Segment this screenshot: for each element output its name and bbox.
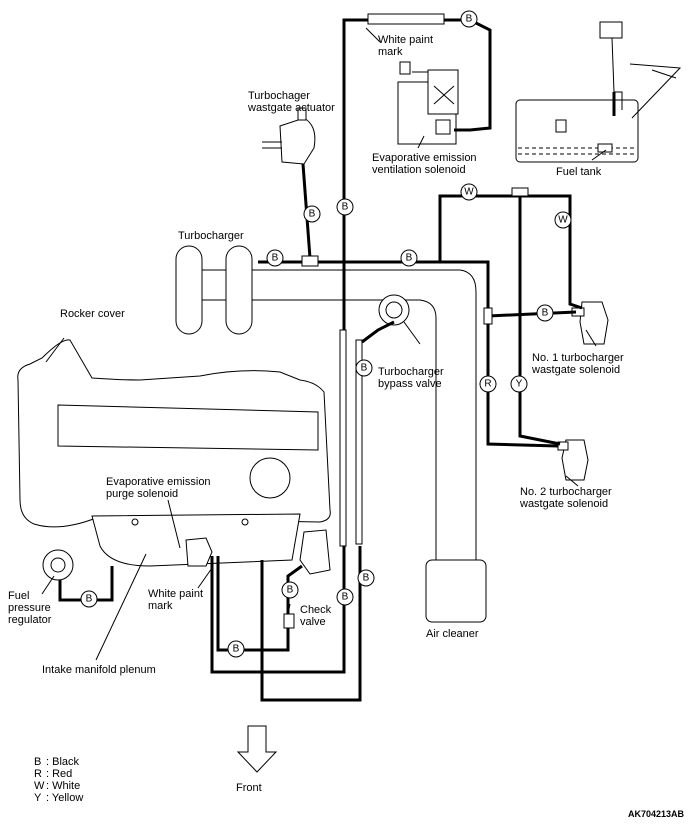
hose-tag-black: B xyxy=(80,590,98,608)
leader-lines xyxy=(41,27,607,661)
legend-item: R: Red xyxy=(34,768,73,780)
throttle-body-fitting xyxy=(299,529,331,575)
t-joint xyxy=(483,307,493,325)
svg-text:B: B xyxy=(342,592,349,603)
steel-pipe-right xyxy=(355,339,363,545)
fuel-pressure-regulator xyxy=(42,549,74,581)
label-fuel-tank: Fuel tank xyxy=(556,166,602,178)
evap-purge-solenoid xyxy=(185,537,213,567)
label-front: Front xyxy=(236,782,262,794)
wastegate-actuator xyxy=(262,107,316,165)
hose-tag-white: W xyxy=(554,211,572,229)
turbocharger xyxy=(175,245,477,560)
label-intake-manifold-plenum: Intake manifold plenum xyxy=(42,664,156,676)
no1-wastegate-solenoid xyxy=(571,301,609,345)
legend-item: B: Black xyxy=(34,756,80,768)
hose-tag-black: B xyxy=(266,249,284,267)
reference-code: AK704213AB xyxy=(627,809,684,819)
svg-text:B: B xyxy=(309,209,316,220)
hose-tag-black: B xyxy=(460,10,478,28)
svg-text:B: B xyxy=(342,202,349,213)
hose-tag-black: B xyxy=(336,198,354,216)
hose-tag-yellow: Y xyxy=(510,375,528,393)
svg-text:B: B xyxy=(466,14,473,25)
hose-tag-black: B xyxy=(355,359,373,377)
steel-pipe-left xyxy=(339,329,347,547)
air-cleaner xyxy=(425,559,487,623)
check-valve xyxy=(283,613,295,629)
legend-item: Y: Yellow xyxy=(34,792,84,804)
white-paint-mark-band xyxy=(367,13,445,25)
svg-text:B: B xyxy=(363,573,370,584)
no2-wastegate-solenoid xyxy=(557,439,589,481)
svg-text:B: B xyxy=(361,363,368,374)
color-legend: B: Black R: Red W: White Y: Yellow xyxy=(34,756,83,804)
turbo-bypass-valve xyxy=(378,294,410,326)
label-rocker-cover: Rocker cover xyxy=(60,308,125,320)
label-air-cleaner: Air cleaner xyxy=(426,628,479,640)
hose-tag-black: B xyxy=(536,304,554,322)
hose-tag-black: B xyxy=(357,569,375,587)
t-joint xyxy=(301,255,319,267)
hose-tag-black: B xyxy=(336,588,354,606)
hose-tag-red: R xyxy=(479,375,497,393)
hose-tag-black: B xyxy=(281,581,299,599)
fuel-tank xyxy=(515,21,682,163)
svg-text:B: B xyxy=(272,253,279,264)
svg-text:B: B xyxy=(86,594,93,605)
svg-text:W: W xyxy=(464,187,474,198)
t-joint xyxy=(511,187,529,197)
front-arrow-icon xyxy=(236,725,278,773)
legend-item: W: White xyxy=(34,780,81,792)
hose-tag-black: B xyxy=(303,205,321,223)
svg-text:B: B xyxy=(233,644,240,655)
hose-tag-black: B xyxy=(400,249,418,267)
svg-text:R: R xyxy=(484,379,491,390)
engine-rocker-cover xyxy=(17,339,331,567)
evap-ventilation-solenoid xyxy=(397,61,459,145)
svg-text:B: B xyxy=(406,253,413,264)
hose-tag-white: W xyxy=(460,183,478,201)
svg-text:B: B xyxy=(542,308,549,319)
hose-tag-black: B xyxy=(227,640,245,658)
svg-text:Y: Y xyxy=(516,379,523,390)
svg-text:W: W xyxy=(558,215,568,226)
label-turbocharger: Turbocharger xyxy=(178,230,244,242)
svg-text:B: B xyxy=(287,585,294,596)
